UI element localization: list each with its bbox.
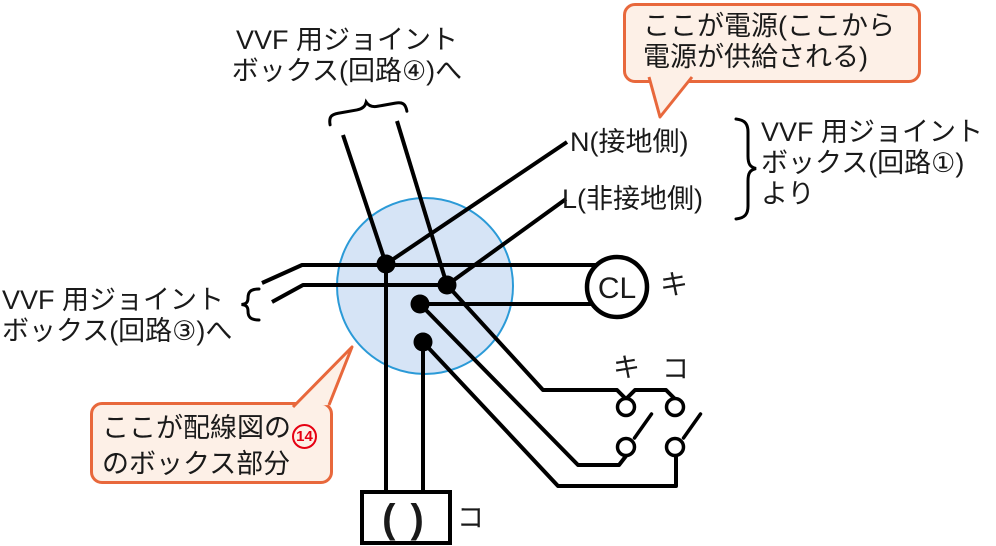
wire-left-lower xyxy=(271,283,447,304)
receptacle-symbol: ( ) xyxy=(382,497,426,541)
switch-ko-top-terminal xyxy=(664,396,686,418)
label-circuit4-line2: ボックス(回路④)へ xyxy=(231,56,463,86)
callout-power-source: ここが電源(ここから 電源が供給される) xyxy=(623,3,921,83)
brace-circuit3 xyxy=(241,287,261,322)
switch-ki-top-terminal xyxy=(615,396,637,418)
label-circuit1-line3: より xyxy=(761,179,815,209)
label-cl-name: キ xyxy=(660,269,689,300)
callout-box-line2: のボックス部分 xyxy=(102,449,291,479)
junction-dot-4 xyxy=(413,332,433,352)
junction-dot-1 xyxy=(376,254,396,274)
label-circuit3-line1: VVF 用ジョイント xyxy=(2,285,225,315)
wire-left-upper-to-cl xyxy=(261,263,597,285)
junction-dot-3 xyxy=(410,294,430,314)
callout-power-line1: ここが電源(ここから xyxy=(643,11,895,41)
wire-circuit4-right xyxy=(395,120,449,286)
switch-ki-bottom-terminal xyxy=(615,436,637,458)
switch-ko-lever xyxy=(681,412,703,440)
label-receptacle-name: コ xyxy=(457,503,484,533)
wire-n-line xyxy=(384,140,569,266)
receptacle-box xyxy=(360,490,452,545)
wire-circuit4-left xyxy=(341,134,388,265)
label-circuit4: VVF 用ジョイント ボックス(回路④)へ xyxy=(196,25,498,87)
label-circuit3-line2: ボックス(回路③)へ xyxy=(2,316,233,346)
callout-power-line2: 電源が供給される) xyxy=(643,42,868,72)
label-n-grounded: N(接地側) xyxy=(570,127,689,157)
wire-l-line xyxy=(445,197,568,287)
switch-ko-bottom-terminal xyxy=(664,436,686,458)
circled-14-badge: 14 xyxy=(292,424,317,449)
label-circuit1: VVF 用ジョイント ボックス(回路①) より xyxy=(761,117,983,210)
label-switch-ko: コ xyxy=(662,354,689,384)
cl-text: CL xyxy=(598,272,636,305)
junction-dots xyxy=(376,254,457,352)
brace-circuit1 xyxy=(734,117,757,221)
label-circuit1-line2: ボックス(回路①) xyxy=(761,148,965,178)
label-circuit3: VVF 用ジョイント ボックス(回路③)へ xyxy=(2,285,232,347)
callout-box-prefix: ここが配線図の xyxy=(102,413,291,443)
wire-dot3-to-switch-ki xyxy=(418,302,628,467)
cl-circle xyxy=(584,254,650,320)
label-circuit1-line1: VVF 用ジョイント xyxy=(761,117,984,147)
switch-ki xyxy=(615,396,654,458)
brace-circuit4 xyxy=(328,98,409,127)
switch-ko xyxy=(664,396,703,458)
label-l-ungrounded: L(非接地側) xyxy=(562,184,703,214)
label-switch-ki: キ xyxy=(613,353,640,383)
switch-ki-lever xyxy=(632,412,654,440)
junction-dot-2 xyxy=(437,275,457,295)
label-circuit4-line1: VVF 用ジョイント xyxy=(235,25,458,55)
wire-dot4-to-switch-ko xyxy=(421,340,678,488)
